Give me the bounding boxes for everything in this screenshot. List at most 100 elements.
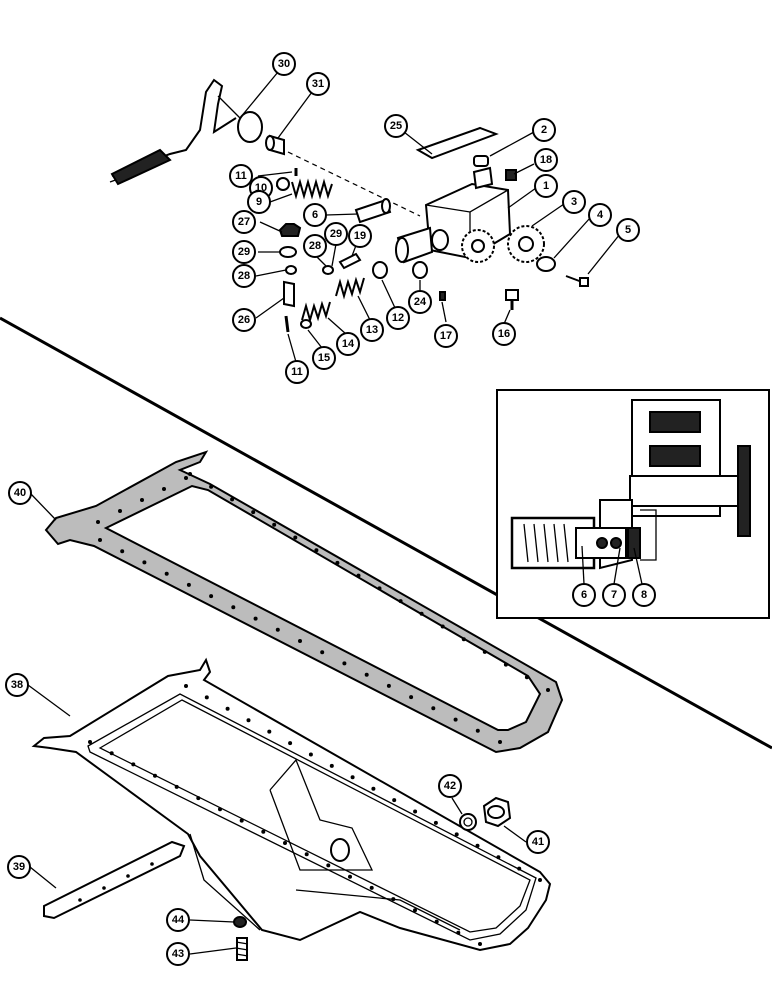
callout-29b: 29 bbox=[324, 222, 348, 246]
callout-4: 4 bbox=[588, 203, 612, 227]
callout-11b: 11 bbox=[285, 360, 309, 384]
bolt-hole bbox=[246, 718, 251, 723]
bolt-hole bbox=[293, 535, 298, 540]
svg-text:27: 27 bbox=[238, 216, 250, 228]
bolt-hole bbox=[209, 594, 214, 599]
svg-text:2: 2 bbox=[541, 124, 547, 136]
bolt-hole bbox=[431, 706, 436, 711]
callout-40: 40 bbox=[8, 481, 32, 505]
bolt-hole bbox=[261, 829, 266, 834]
bolt-5 bbox=[565, 275, 589, 287]
bolt-hole bbox=[140, 498, 144, 502]
bolt-hole bbox=[538, 878, 542, 882]
svg-text:29: 29 bbox=[238, 246, 250, 258]
svg-text:15: 15 bbox=[318, 352, 330, 364]
bolt-hole bbox=[482, 649, 487, 654]
svg-text:40: 40 bbox=[14, 487, 26, 499]
callout-30: 30 bbox=[272, 52, 296, 76]
bolt-hole bbox=[298, 639, 302, 643]
callout-42: 42 bbox=[438, 774, 462, 798]
drain-washer bbox=[459, 813, 477, 831]
svg-text:31: 31 bbox=[312, 78, 324, 90]
svg-text:3: 3 bbox=[571, 196, 577, 208]
bolt-hole bbox=[162, 487, 166, 491]
pump-gear-inner bbox=[461, 229, 495, 263]
callout-14: 14 bbox=[336, 332, 360, 356]
fitting-27 bbox=[278, 223, 302, 237]
svg-text:43: 43 bbox=[172, 948, 184, 960]
pin-18 bbox=[505, 169, 517, 181]
bolt-hole bbox=[419, 611, 424, 616]
svg-text:44: 44 bbox=[172, 914, 185, 926]
callout-9: 9 bbox=[247, 190, 271, 214]
callout-13: 13 bbox=[360, 318, 384, 342]
bolt-hole bbox=[371, 786, 376, 791]
callout-6b: 6 bbox=[572, 583, 596, 607]
svg-text:26: 26 bbox=[238, 314, 250, 326]
drain-plug bbox=[482, 796, 512, 828]
bolt-hole bbox=[496, 855, 501, 860]
svg-text:30: 30 bbox=[278, 58, 290, 70]
bolt-hole bbox=[230, 497, 235, 502]
callout-43: 43 bbox=[166, 942, 190, 966]
bolt-hole bbox=[188, 472, 192, 476]
spring-14 bbox=[301, 300, 331, 324]
bolt-hole bbox=[503, 662, 508, 667]
cross-section-pump bbox=[510, 399, 751, 570]
bolt-hole bbox=[196, 796, 201, 801]
bolt-hole bbox=[413, 809, 418, 814]
pin-17 bbox=[439, 291, 446, 301]
bolt-hole bbox=[453, 717, 458, 722]
bolt-hole bbox=[131, 762, 136, 767]
callout-7: 7 bbox=[602, 583, 626, 607]
fitting-19 bbox=[338, 252, 362, 270]
bolt-hole bbox=[326, 863, 331, 868]
plunger-6 bbox=[354, 198, 392, 224]
svg-text:39: 39 bbox=[13, 861, 25, 873]
bolt-hole bbox=[392, 798, 397, 803]
bolt-hole bbox=[88, 740, 92, 744]
bolt-hole bbox=[184, 684, 188, 688]
callout-24: 24 bbox=[408, 290, 432, 314]
svg-text:5: 5 bbox=[625, 224, 631, 236]
bolt-hole bbox=[304, 852, 309, 857]
bolt-hole bbox=[350, 775, 355, 780]
cap-10 bbox=[276, 177, 290, 191]
washer-28 bbox=[285, 265, 297, 275]
section-divider-line bbox=[0, 316, 772, 750]
plate-25 bbox=[415, 126, 499, 160]
bolt-hole bbox=[440, 624, 445, 629]
valve-26 bbox=[283, 280, 295, 308]
callout-16: 16 bbox=[492, 322, 516, 346]
bolt-hole bbox=[164, 571, 169, 576]
bolt-hole bbox=[308, 752, 313, 757]
pin-11-bottom bbox=[284, 315, 290, 333]
callout-6a: 6 bbox=[303, 203, 327, 227]
svg-text:41: 41 bbox=[532, 836, 544, 848]
callout-28b: 28 bbox=[303, 234, 327, 258]
bolt-hole bbox=[348, 874, 352, 879]
svg-text:19: 19 bbox=[354, 230, 366, 242]
svg-text:14: 14 bbox=[342, 338, 355, 350]
bolt-hole bbox=[398, 599, 403, 604]
svg-text:24: 24 bbox=[414, 296, 427, 308]
svg-text:7: 7 bbox=[611, 589, 617, 601]
bolt-hole bbox=[391, 897, 396, 902]
fitting-31 bbox=[265, 134, 285, 156]
callout-8: 8 bbox=[632, 583, 656, 607]
callout-2: 2 bbox=[532, 118, 556, 142]
plug-12 bbox=[372, 261, 388, 279]
bolt-hole bbox=[517, 866, 522, 871]
bolt-hole bbox=[364, 672, 369, 677]
bolt-hole bbox=[456, 930, 461, 935]
bolt-hole bbox=[98, 538, 102, 542]
bolt-hole bbox=[546, 688, 550, 692]
bolt-hole bbox=[475, 843, 480, 848]
bolt-hole bbox=[267, 729, 272, 734]
svg-text:29: 29 bbox=[330, 228, 342, 240]
nut-29 bbox=[279, 246, 297, 258]
callout-27: 27 bbox=[232, 210, 256, 234]
bolt-hole bbox=[174, 784, 179, 789]
bolt-hole bbox=[498, 740, 502, 744]
